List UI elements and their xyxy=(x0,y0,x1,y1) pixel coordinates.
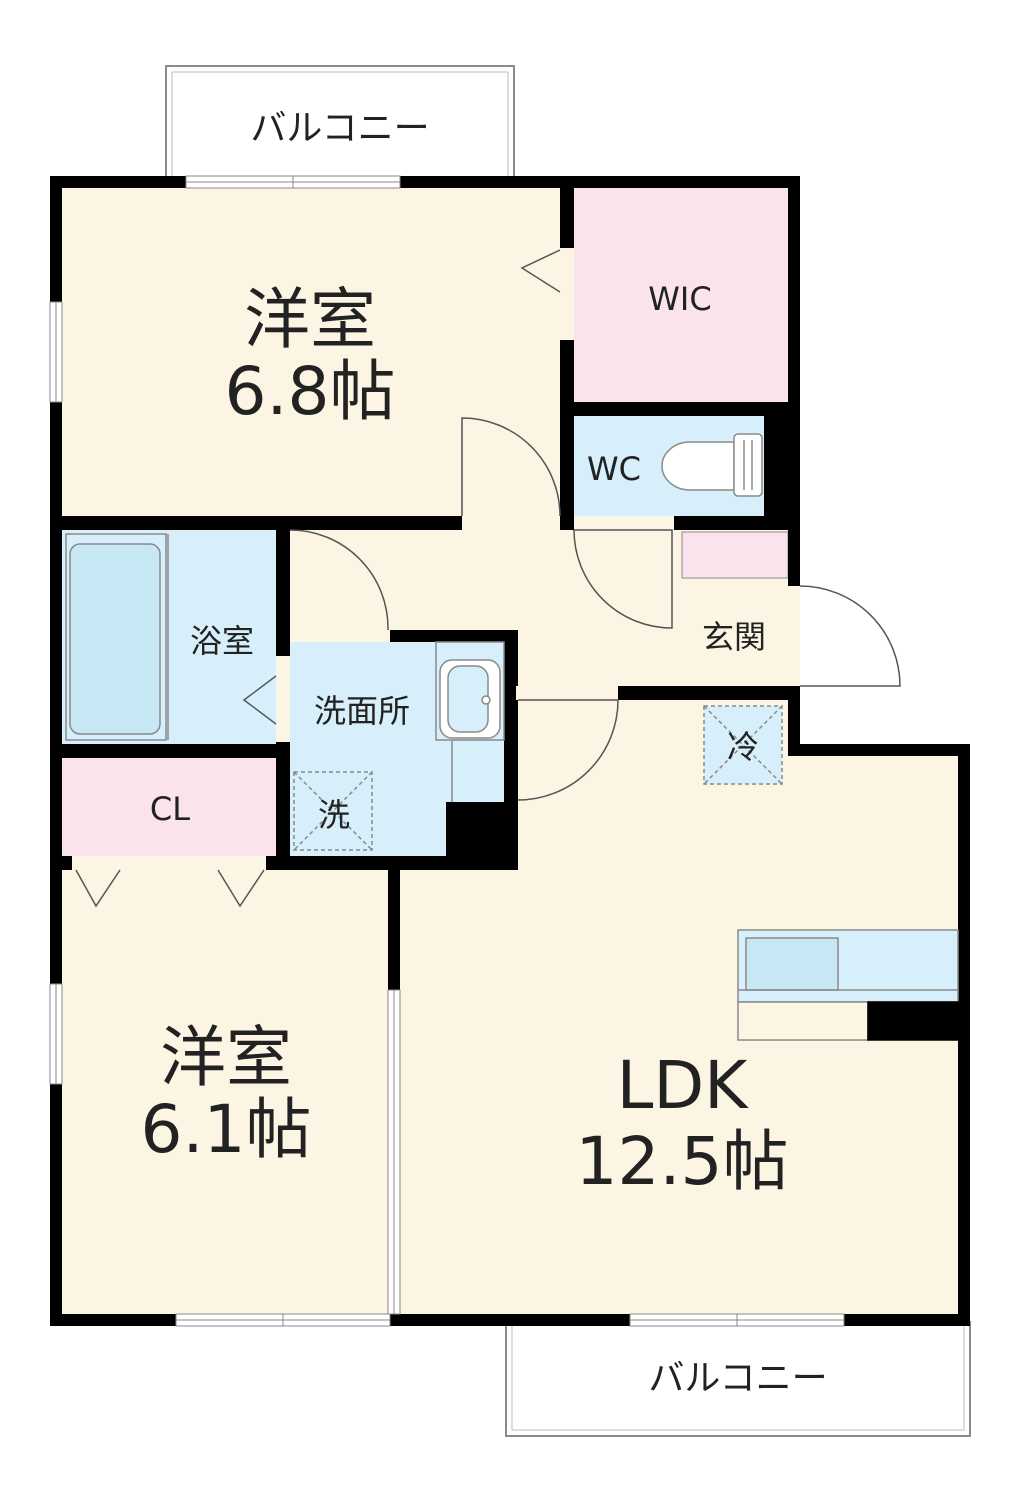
door-swing-icon xyxy=(75,249,901,908)
washer-label: 洗 xyxy=(318,796,350,834)
bathtub-icon xyxy=(65,533,169,741)
closet-label: CL xyxy=(150,790,190,828)
bath-label: 浴室 xyxy=(190,622,254,660)
wic-label: WIC xyxy=(648,280,711,318)
fridge-label: 冷 xyxy=(727,728,759,766)
western-room-top-size: 6.8帖 xyxy=(225,353,396,430)
kitchen-sink-icon xyxy=(737,929,959,1041)
sink-icon xyxy=(435,641,505,802)
ldk-room xyxy=(400,700,958,1314)
toilet-icon xyxy=(661,433,763,497)
western-room-bottom-size: 6.1帖 xyxy=(141,1091,312,1168)
fridge-space xyxy=(703,705,783,785)
window-icon xyxy=(49,175,845,1327)
wc-label: WC xyxy=(587,450,641,488)
balcony-bottom-area xyxy=(505,1321,971,1437)
balcony-top-label: バルコニー xyxy=(250,108,429,149)
western-room-bottom-name: 洋室 xyxy=(160,1019,292,1096)
entrance-shoe-storage xyxy=(681,531,789,579)
western-room-top-name: 洋室 xyxy=(244,281,376,358)
closet-cl xyxy=(62,758,276,858)
balcony-bottom-label: バルコニー xyxy=(648,1358,827,1399)
wic-room xyxy=(574,188,788,404)
washroom-label: 洗面所 xyxy=(314,692,410,730)
ldk-size: 12.5帖 xyxy=(576,1123,789,1200)
entrance-label: 玄関 xyxy=(702,618,766,656)
door-openings xyxy=(72,248,800,870)
washer-pan xyxy=(293,771,373,851)
ldk-name: LDK xyxy=(617,1047,750,1124)
western-room-bottom xyxy=(62,870,392,1314)
western-room-top xyxy=(62,188,560,518)
balcony-top-area xyxy=(165,65,515,181)
